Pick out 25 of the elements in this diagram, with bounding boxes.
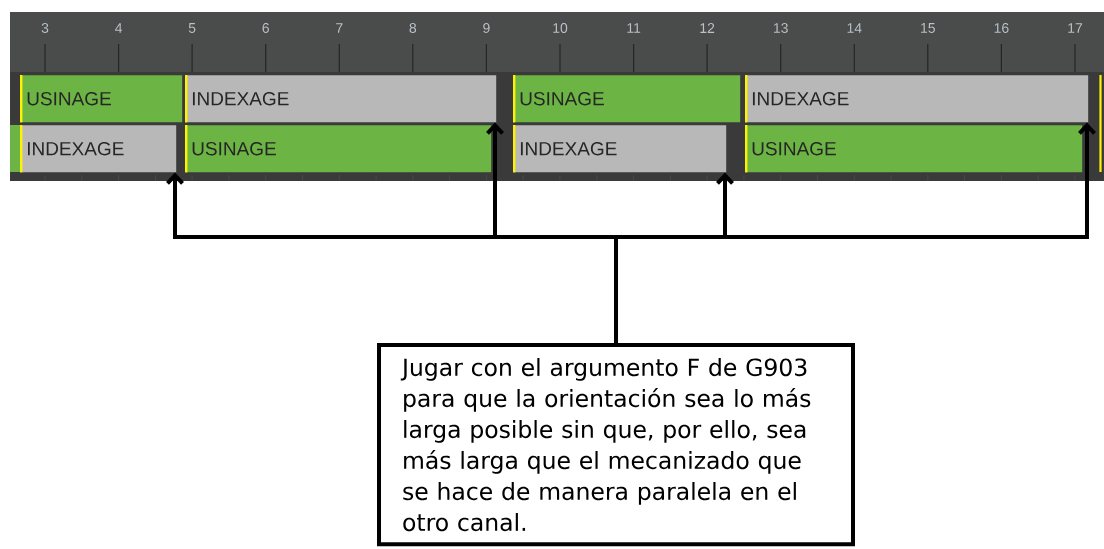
- tick-label: 7: [336, 23, 343, 33]
- timeline-bar: INDEXAGE: [513, 125, 727, 173]
- tick-label: 6: [262, 23, 269, 33]
- tick-label: 5: [188, 23, 196, 33]
- tick-label: 16: [994, 23, 1009, 33]
- tick-label: 13: [774, 23, 788, 33]
- timeline-bar: INDEXAGE: [185, 75, 497, 123]
- tick-label: 8: [409, 23, 417, 33]
- tick-label: 17: [1068, 23, 1083, 33]
- timeline-bar: USINAGE: [185, 125, 492, 173]
- tick-label: 4: [115, 23, 123, 33]
- timeline-bar: INDEXAGE: [745, 75, 1089, 123]
- timeline-bar: USINAGE: [20, 75, 183, 123]
- tick-label: 12: [700, 23, 715, 33]
- callout-box: Jugar con el argumento F de G903 para que la orientación sea lo más larga posible sin que, por ello, sea más larga que el mecanizado que se hace de manera paralela en el otro canal.: [377, 343, 855, 547]
- timeline-bar: USINAGE: [513, 75, 741, 123]
- tick-label: 15: [921, 23, 935, 33]
- tick-label: 10: [553, 23, 568, 33]
- arrow: [614, 122, 1096, 343]
- tick-label: 3: [41, 23, 49, 33]
- tick-label: 11: [627, 23, 641, 33]
- timeline-bar: INDEXAGE: [20, 125, 177, 173]
- tick-label: 14: [847, 23, 862, 33]
- timeline-bar: USINAGE: [745, 125, 1083, 173]
- tick-label: 9: [483, 23, 490, 33]
